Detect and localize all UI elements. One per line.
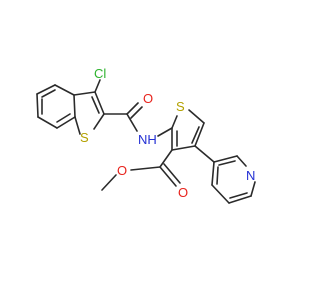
bond xyxy=(213,155,238,163)
bond xyxy=(93,113,105,130)
bond xyxy=(159,166,177,187)
bond xyxy=(126,113,138,132)
bond xyxy=(94,91,105,115)
bond xyxy=(194,145,215,163)
bond xyxy=(171,145,196,151)
chlorine-atom-label: Cl xyxy=(94,66,106,81)
oxygen-atom-label-amide: O xyxy=(143,91,153,106)
nitrogen-atom-label-amide: NH xyxy=(138,132,157,147)
bonds xyxy=(36,79,256,204)
bond-inner xyxy=(218,160,236,166)
bond xyxy=(194,122,205,147)
bond xyxy=(56,116,76,129)
bond xyxy=(159,149,173,168)
oxygen-atom-label-ether: O xyxy=(117,163,127,178)
bond-inner xyxy=(191,126,200,144)
bond xyxy=(36,84,56,95)
bond xyxy=(211,184,230,204)
bond xyxy=(130,166,161,171)
bond-inner xyxy=(41,89,56,98)
bond xyxy=(157,127,173,137)
nitrogen-atom-label-pyridine: N xyxy=(246,168,255,183)
molecule-canvas: Cl S O NH S O O N xyxy=(36,66,256,204)
bond xyxy=(236,155,247,167)
bond xyxy=(126,102,139,115)
bond xyxy=(54,84,75,96)
bond xyxy=(73,94,76,118)
bond xyxy=(94,79,101,93)
bond xyxy=(101,174,117,191)
sulfur-atom-label-thiophene: S xyxy=(176,99,185,114)
bond xyxy=(163,163,181,184)
bond xyxy=(250,181,256,197)
bond-inner xyxy=(216,166,219,185)
bond xyxy=(228,195,252,204)
bond xyxy=(211,161,215,186)
bond-inner xyxy=(229,192,248,199)
bond-inner xyxy=(91,96,100,114)
atom-labels: Cl S O NH S O O N xyxy=(80,66,255,200)
bond xyxy=(188,109,205,124)
bond xyxy=(36,93,39,118)
oxygen-atom-label-carbonyl: O xyxy=(178,185,188,200)
bond-inner xyxy=(56,113,71,123)
bond xyxy=(171,115,178,129)
bond xyxy=(74,116,81,135)
bond xyxy=(73,91,96,96)
bond xyxy=(130,106,143,119)
bond xyxy=(37,116,58,129)
molecule-structure: Cl S O NH S O O N xyxy=(36,66,256,204)
sulfur-atom-label-benzothiophene: S xyxy=(80,130,89,145)
